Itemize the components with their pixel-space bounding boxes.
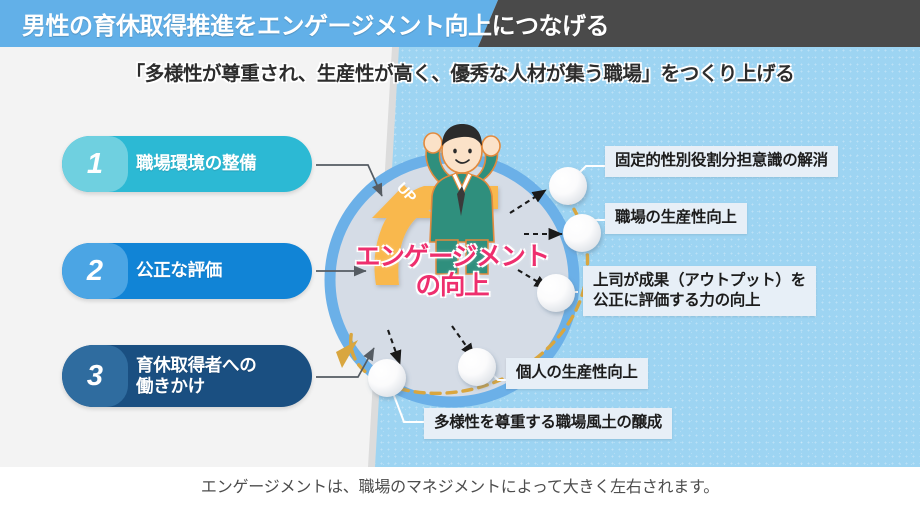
outcome-callout-1[interactable]: 固定的性別役割分担意識の解消 (605, 146, 838, 177)
outcome-callout-2[interactable]: 職場の生産性向上 (605, 203, 747, 234)
header-dark-band (478, 0, 920, 47)
header-blue-band (0, 0, 498, 47)
sidebar-item-step-1[interactable]: 1 職場環境の整備 (62, 136, 312, 192)
footer-band (0, 467, 920, 515)
step-2-label: 公正な評価 (136, 260, 222, 281)
subtitle-text: 「多様性が尊重され、生産性が高く、優秀な人材が集う職場」をつくり上げる (122, 57, 799, 89)
center-label: エンゲージメント の向上 (336, 243, 568, 300)
step-3-label: 育休取得者への 働きかけ (128, 355, 312, 398)
outcome-callout-4[interactable]: 個人の生産性向上 (506, 358, 648, 389)
step-2-number: 2 (62, 243, 128, 299)
outcome-callout-3-line1: 上司が成果（アウトプット）を (593, 272, 806, 289)
subtitle-label: 「多様性が尊重され、生産性が高く、優秀な人材が集う職場」をつくり上げる (125, 63, 795, 85)
step-3-label-line2: 働きかけ (136, 376, 205, 396)
subtitle-container: 「多様性が尊重され、生産性が高く、優秀な人材が集う職場」をつくり上げる (0, 52, 920, 94)
center-label-line1: エンゲージメント (355, 243, 550, 271)
outcome-callout-3[interactable]: 上司が成果（アウトプット）を 公正に評価する力の向上 (583, 266, 816, 317)
center-label-line2: の向上 (415, 271, 490, 300)
sidebar-item-step-2[interactable]: 2 公正な評価 (62, 243, 312, 299)
step-1-number: 1 (62, 136, 128, 192)
footer-caption: エンゲージメントは、職場のマネジメントによって大きく左右されます。 (200, 479, 720, 496)
step-3-label-line1: 育休取得者への (136, 354, 257, 375)
outcome-callout-5[interactable]: 多様性を尊重する職場風土の醸成 (424, 408, 673, 439)
outcome-callout-3-line2: 公正に評価する力の向上 (593, 291, 761, 309)
step-1-label: 職場環境の整備 (136, 153, 257, 174)
page-title: 男性の育休取得推進をエンゲージメント向上につなげる (22, 13, 610, 40)
slide-header: 男性の育休取得推進をエンゲージメント向上につなげる (0, 0, 920, 47)
step-3-number: 3 (62, 345, 128, 407)
sidebar-item-step-3[interactable]: 3 育休取得者への 働きかけ (62, 345, 312, 407)
